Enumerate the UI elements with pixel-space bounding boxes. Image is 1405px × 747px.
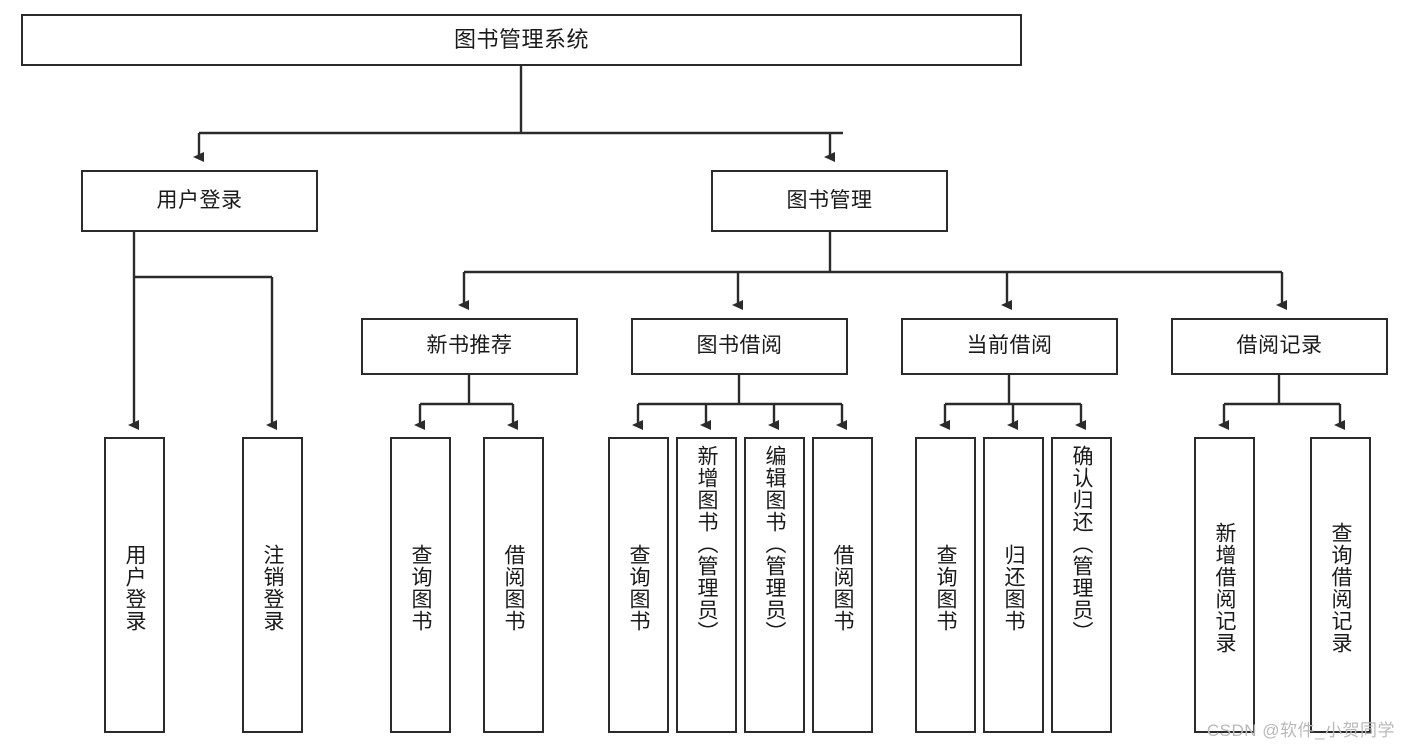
node-label: 借阅记录 (1236, 334, 1323, 358)
node-user-login[interactable]: 用户登录 (81, 170, 318, 232)
node-label: 查询图书 (627, 544, 650, 632)
node-current-borrowing[interactable]: 当前借阅 (901, 318, 1118, 375)
leaf-logout[interactable]: 注销登录 (242, 437, 303, 733)
node-borrowing-record[interactable]: 借阅记录 (1171, 318, 1388, 375)
node-label: 用户登录 (156, 188, 243, 212)
leaf-query-book-recommendation[interactable]: 查询图书 (390, 437, 451, 733)
node-label: 新增图书（管理员） (695, 445, 718, 643)
node-label: 新书推荐 (426, 334, 513, 358)
watermark-text: CSDN @软件_小贺同学 (1206, 721, 1395, 740)
node-label: 查询借阅记录 (1329, 522, 1352, 654)
leaf-query-book-current[interactable]: 查询图书 (915, 437, 976, 733)
leaf-edit-book-admin[interactable]: 编辑图书（管理员） (744, 437, 805, 733)
node-book-management[interactable]: 图书管理 (711, 170, 948, 232)
node-label: 用户登录 (123, 544, 146, 632)
node-label: 图书管理 (786, 188, 873, 212)
leaf-confirm-return-admin[interactable]: 确认归还（管理员） (1051, 437, 1112, 733)
node-label: 注销登录 (261, 544, 284, 632)
leaf-query-borrow-record[interactable]: 查询借阅记录 (1310, 437, 1371, 733)
node-label: 查询图书 (934, 544, 957, 632)
node-label: 新增借阅记录 (1213, 522, 1236, 654)
leaf-return-book[interactable]: 归还图书 (983, 437, 1044, 733)
node-root-book-management-system[interactable]: 图书管理系统 (21, 14, 1022, 66)
node-label: 编辑图书（管理员） (763, 445, 786, 643)
node-label: 借阅图书 (831, 544, 854, 632)
leaf-borrow-book-recommendation[interactable]: 借阅图书 (483, 437, 544, 733)
node-label: 当前借阅 (966, 334, 1053, 358)
node-label: 确认归还（管理员） (1070, 445, 1093, 643)
node-label: 图书管理系统 (453, 27, 589, 53)
leaf-query-book-borrowing[interactable]: 查询图书 (608, 437, 669, 733)
node-label: 查询图书 (409, 544, 432, 632)
leaf-user-login[interactable]: 用户登录 (104, 437, 165, 733)
node-label: 借阅图书 (502, 544, 525, 632)
leaf-add-book-admin[interactable]: 新增图书（管理员） (676, 437, 737, 733)
leaf-add-borrow-record[interactable]: 新增借阅记录 (1194, 437, 1255, 733)
leaf-borrow-book[interactable]: 借阅图书 (812, 437, 873, 733)
node-new-book-recommendation[interactable]: 新书推荐 (361, 318, 578, 375)
node-label: 图书借阅 (696, 334, 783, 358)
node-book-borrowing[interactable]: 图书借阅 (631, 318, 848, 375)
node-label: 归还图书 (1002, 544, 1025, 632)
